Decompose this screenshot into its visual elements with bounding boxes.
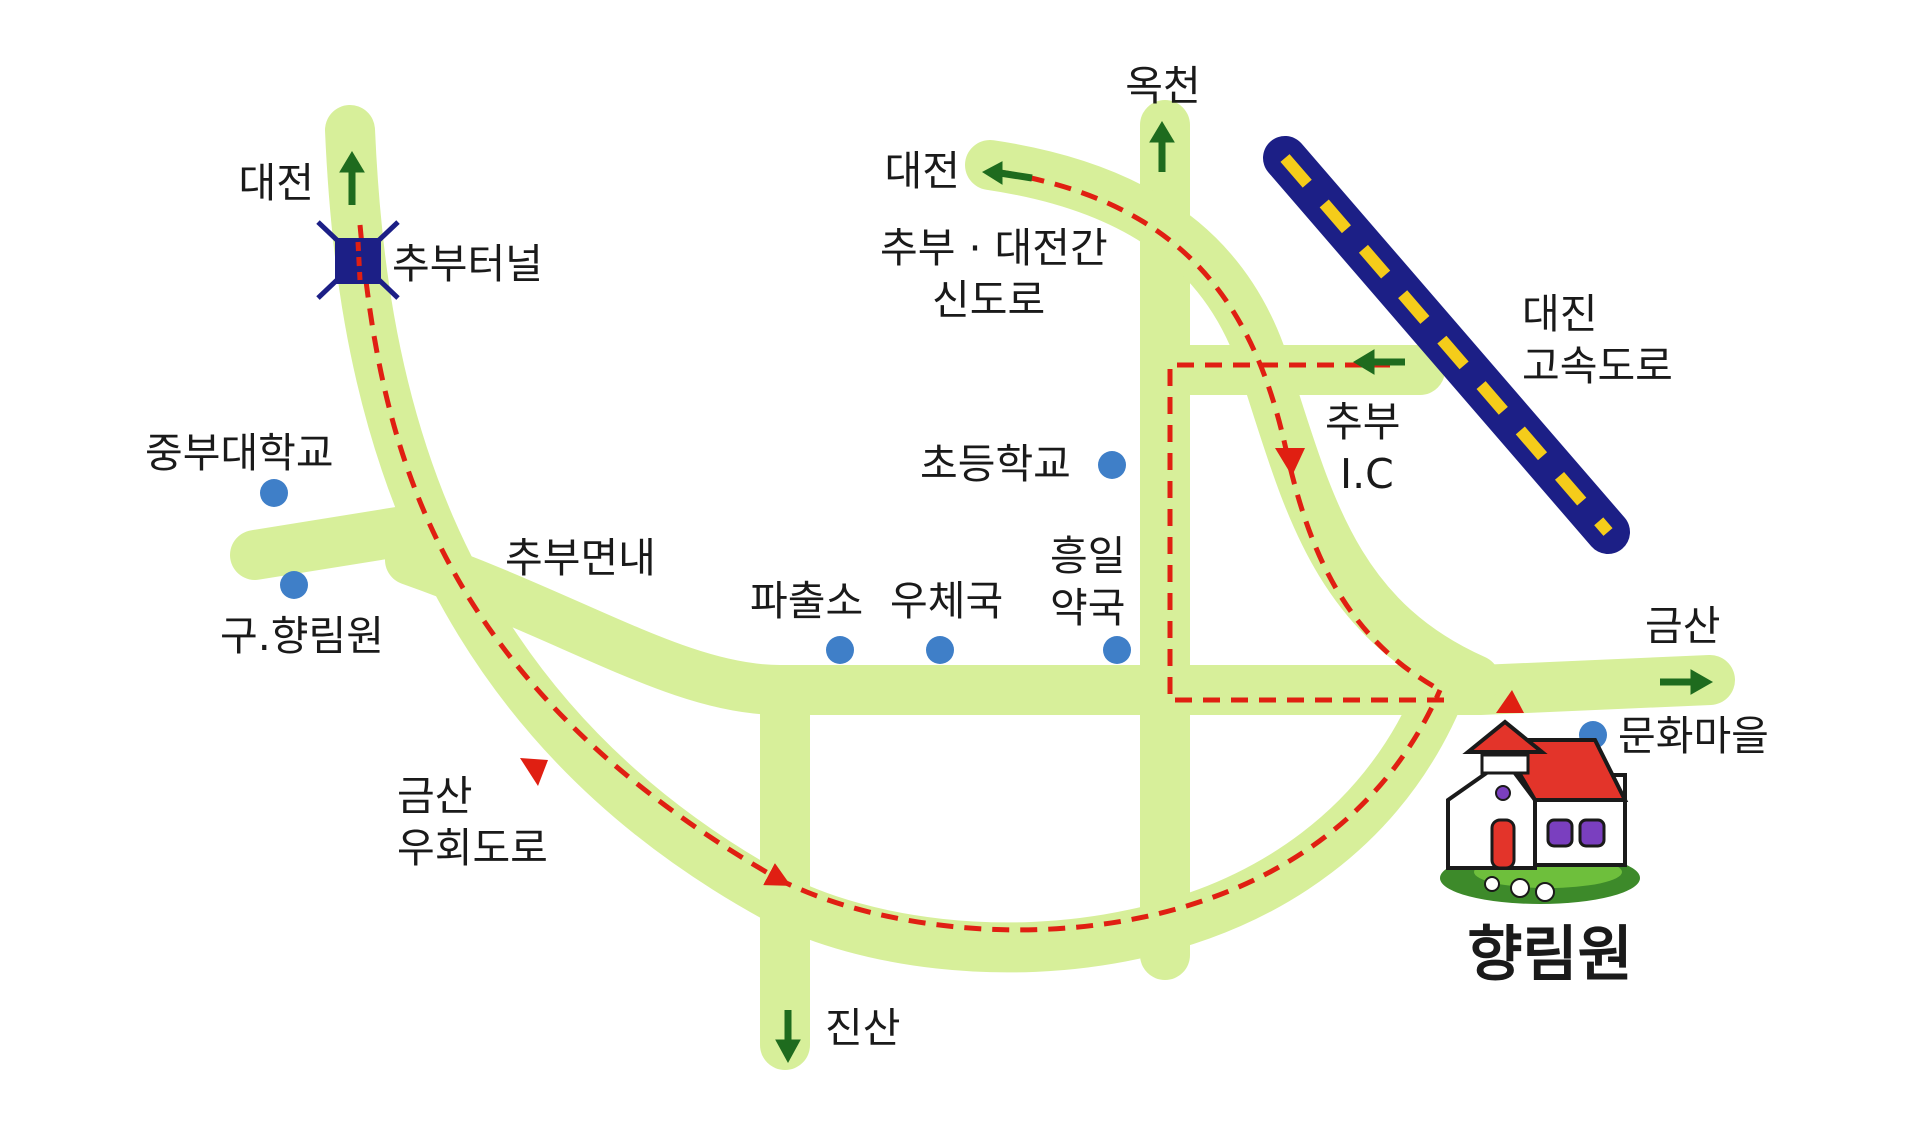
house-icon: [1440, 719, 1640, 904]
direction-arrow-icon: [775, 1010, 801, 1064]
label-chubu-tunnel: 추부터널: [392, 240, 543, 288]
poi-dot-icon: [926, 636, 954, 664]
direction-arrows: [339, 121, 1714, 1064]
tunnel-icon: [316, 220, 400, 300]
daejin-highway: [1263, 136, 1630, 554]
direction-arrow-icon: [1353, 349, 1405, 375]
poi-dot-icon: [1098, 451, 1126, 479]
label-culture-village: 문화마을: [1618, 712, 1769, 760]
route-arrowheads: [520, 448, 1524, 786]
direction-arrow-icon: [1660, 669, 1714, 695]
label-daejin-2: 고속도로: [1522, 342, 1673, 390]
poi-dot-icon: [260, 479, 288, 507]
route-arrow-icon: [1275, 448, 1305, 476]
road-univ-spur: [230, 505, 435, 580]
label-chubu-ic-2: I.C: [1340, 450, 1394, 498]
route-path: [357, 169, 1445, 933]
label-daejeon-left: 대전: [239, 159, 314, 207]
label-jinsan: 진산: [825, 1004, 900, 1052]
route-arrow-icon: [1496, 690, 1524, 713]
label-okcheon: 옥천: [1125, 62, 1200, 110]
label-chubu-myeon: 추부면내: [505, 534, 656, 582]
label-elementary-school: 초등학교: [920, 440, 1071, 488]
label-geumsan-right: 금산: [1645, 602, 1720, 650]
label-police-box: 파출소: [750, 577, 863, 625]
route-arrow-icon: [520, 758, 548, 786]
label-hyangnimwon: 향림원: [1467, 920, 1633, 990]
direction-arrow-icon: [1149, 121, 1175, 172]
label-daejeon-top: 대전: [885, 147, 960, 195]
label-post-office: 우체국: [890, 577, 1003, 625]
label-heungil-2: 약국: [1050, 584, 1125, 632]
label-new-road-1: 추부 · 대전간: [880, 224, 1108, 272]
label-old-hyangnimwon: 구.향림원: [220, 612, 384, 660]
direction-arrow-icon: [982, 161, 1033, 185]
label-daejin-1: 대진: [1522, 290, 1597, 338]
label-geumsan-bypass-2: 우회도로: [397, 824, 548, 872]
route-west: [357, 224, 1443, 933]
route-north: [999, 169, 1442, 693]
label-chubu-ic-1: 추부: [1325, 398, 1400, 446]
poi-dot-icon: [280, 571, 308, 599]
label-new-road-2: 신도로: [932, 276, 1045, 324]
poi-dot-icon: [826, 636, 854, 664]
label-heungil-1: 흥일: [1050, 532, 1125, 580]
label-chungbu-univ: 중부대학교: [145, 429, 334, 477]
direction-arrow-icon: [339, 151, 365, 205]
label-geumsan-bypass-1: 금산: [397, 772, 472, 820]
map-labels: 대전 추부터널 중부대학교 구.향림원 추부면내 금산 우회도로 파출소 우체국…: [145, 62, 1769, 1052]
poi-dots: [260, 451, 1607, 749]
poi-dot-icon: [1103, 636, 1131, 664]
